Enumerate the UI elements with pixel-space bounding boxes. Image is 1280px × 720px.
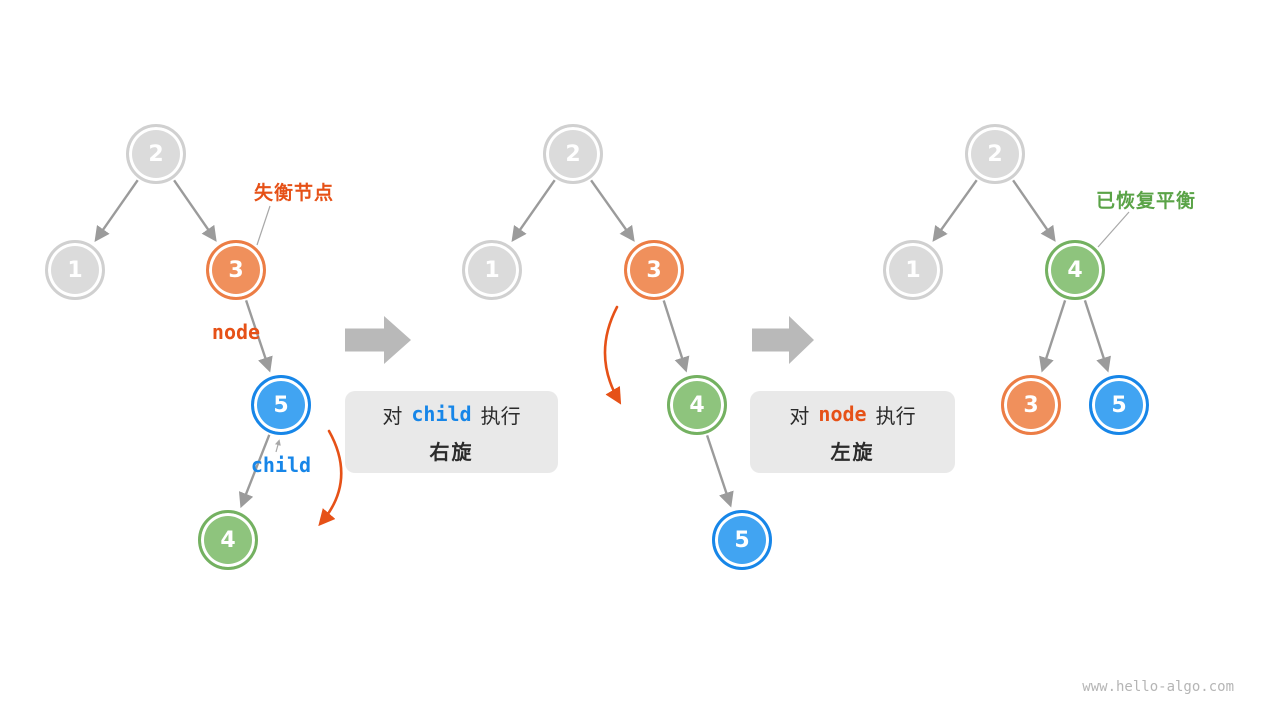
edge-2-1 <box>94 179 139 242</box>
tree2-edges <box>511 179 734 508</box>
node-value: 3 <box>1023 392 1039 418</box>
node-value: 1 <box>484 257 500 283</box>
edge-5-4 <box>238 434 271 509</box>
node-ref-label: node <box>211 320 261 344</box>
node-value: 3 <box>228 257 244 283</box>
child-ref-label: child <box>250 453 312 477</box>
transition-arrow-icon-1 <box>345 316 411 364</box>
tree1-edges <box>94 179 273 509</box>
rotation-caption-left: 对 node 执行 左旋 <box>750 391 955 473</box>
unbalanced-node-label: 失衡节点 <box>254 182 335 204</box>
node-value: 5 <box>273 392 289 418</box>
node-value: 5 <box>1111 392 1127 418</box>
node-circle: 1 <box>462 240 522 300</box>
caption-text: 对 node 执行 <box>789 400 915 429</box>
node-value: 1 <box>905 257 921 283</box>
node-circle: 2 <box>965 124 1025 184</box>
node-value: 2 <box>987 141 1003 167</box>
edge-2-4 <box>1012 179 1056 242</box>
node-value: 2 <box>148 141 164 167</box>
node-circle: 4 <box>667 375 727 435</box>
caption-action-right-rotate: 右旋 <box>429 439 474 464</box>
left-rotation-arrow-icon <box>603 305 622 405</box>
tree3-edges <box>932 179 1111 373</box>
node-circle: 1 <box>883 240 943 300</box>
edge-2-3 <box>173 179 217 242</box>
edge-4-3 <box>1039 300 1067 373</box>
child-pointer-line <box>275 439 281 453</box>
edge-2-3 <box>590 179 635 242</box>
caption-action-left-rotate: 左旋 <box>830 439 875 464</box>
rotation-caption-right: 对 child 执行 右旋 <box>345 391 558 473</box>
balance-restored-label: 已恢复平衡 <box>1096 190 1197 212</box>
edge-4-5 <box>1083 300 1111 373</box>
node-value: 2 <box>565 141 581 167</box>
node-value: 4 <box>220 527 236 553</box>
website-watermark: www.hello-algo.com <box>1082 679 1234 695</box>
node-value: 4 <box>1067 257 1083 283</box>
edge-3-5 <box>244 300 273 373</box>
edge-2-1 <box>932 179 978 242</box>
rotation-arrows <box>318 305 622 527</box>
node-value: 5 <box>734 527 750 553</box>
edge-3-4 <box>662 300 690 373</box>
node-value: 3 <box>646 257 662 283</box>
node-circle: 2 <box>126 124 186 184</box>
right-rotation-arrow-icon <box>318 429 343 527</box>
unbalanced-callout-line <box>256 205 271 246</box>
edge-4-5 <box>705 435 734 508</box>
caption-target-node: node <box>818 402 867 426</box>
caption-prefix: 对 <box>382 403 403 428</box>
node-circle-unbalanced: 3 <box>206 240 266 300</box>
node-circle: 4 <box>198 510 258 570</box>
transition-arrow-icon-2 <box>752 316 814 364</box>
node-circle: 3 <box>624 240 684 300</box>
node-circle: 1 <box>45 240 105 300</box>
node-value: 1 <box>67 257 83 283</box>
node-circle-child: 5 <box>251 375 311 435</box>
node-circle-balanced: 4 <box>1045 240 1105 300</box>
caption-target-child: child <box>411 402 472 426</box>
caption-suffix: 执行 <box>480 403 521 428</box>
node-circle: 3 <box>1001 375 1061 435</box>
node-circle: 5 <box>712 510 772 570</box>
caption-text: 对 child 执行 <box>382 400 520 429</box>
edge-2-1 <box>511 179 556 242</box>
node-value: 4 <box>689 392 705 418</box>
caption-suffix: 执行 <box>875 403 916 428</box>
restored-callout-line <box>1097 211 1130 248</box>
node-circle: 5 <box>1089 375 1149 435</box>
caption-prefix: 对 <box>789 403 810 428</box>
node-circle: 2 <box>543 124 603 184</box>
callout-lines <box>256 205 1130 453</box>
